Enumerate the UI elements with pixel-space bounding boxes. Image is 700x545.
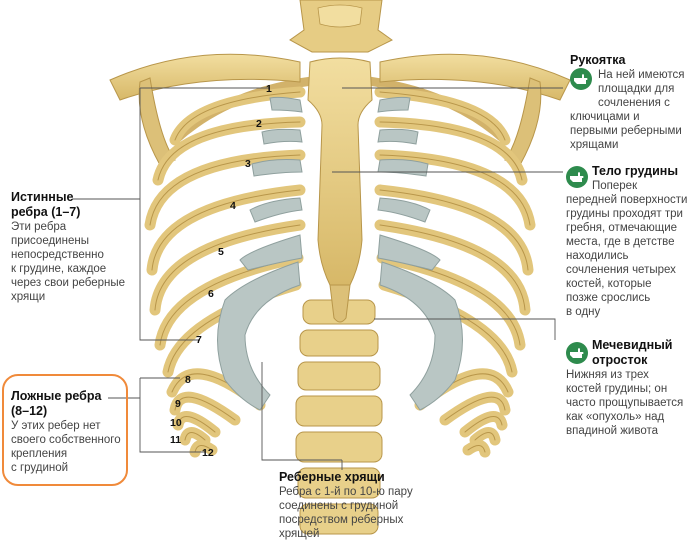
- xiphoid-text-line: Нижняя из трех: [566, 369, 649, 381]
- rib-number-label: 8: [185, 374, 191, 386]
- sternum: [307, 57, 373, 323]
- sternum-body-text-line: Поперек: [592, 180, 638, 192]
- rib-number-label: 10: [170, 417, 182, 429]
- true-ribs-text-line: хрящи: [11, 291, 46, 303]
- rib-right-outline: [467, 445, 486, 453]
- sternum-body-text-line: места, где в детстве: [566, 236, 675, 248]
- true-ribs-title: ребра (1–7): [11, 205, 81, 219]
- pointing-hand-icon: [566, 166, 588, 188]
- costal-cartilage-text-line: посредством реберных: [279, 514, 404, 526]
- sternum-body-text-line: гребня, отмечающие: [566, 222, 678, 234]
- xiphoid-text-line: как «опухоль» над: [566, 411, 665, 423]
- left-ribs: [144, 86, 306, 458]
- true-ribs-title: Истинные: [11, 190, 74, 204]
- sternum-body-text-line: грудины проходят три: [566, 208, 683, 220]
- sternum-body-text-line: в одну: [566, 306, 601, 318]
- costal-cartilage-text-line: соединены с грудиной: [279, 500, 399, 512]
- false-ribs-text-line: У этих ребер нет: [11, 420, 101, 432]
- false-ribs-text-line: своего собственного: [11, 434, 121, 446]
- thoracic-spine: [295, 299, 383, 535]
- rib-number-label: 12: [202, 447, 214, 459]
- false-ribs-title: (8–12): [11, 404, 48, 418]
- xiphoid-text-line: часто прощупывается: [566, 397, 684, 409]
- rib-number-label: 4: [230, 200, 236, 212]
- manubrium-text-line: сочленения с: [598, 97, 670, 109]
- false-ribs-text-line: крепления: [11, 448, 68, 460]
- costal-cartilage-text-line: хрящей: [279, 528, 320, 540]
- pointing-hand-icon: [566, 342, 588, 364]
- manubrium-annotation: Рукоятка На ней имеются площадки для соч…: [570, 53, 698, 152]
- xiphoid-title: Мечевидный: [592, 338, 673, 352]
- rib-number-label: 6: [208, 288, 214, 300]
- true-ribs-text-line: присоединены: [11, 235, 89, 247]
- rib-number-label: 9: [175, 398, 181, 410]
- rib-left-outline: [149, 154, 301, 226]
- true-ribs-text-line: непосредственно: [11, 249, 104, 261]
- rib-left-outline: [184, 432, 206, 441]
- rib-left-outline: [194, 445, 213, 453]
- sternum-body-text-line: костей, которые: [566, 278, 652, 290]
- manubrium-text-line: первыми реберными: [570, 125, 682, 137]
- shoulder-girdle: [109, 53, 571, 166]
- true-ribs-annotation: Истинные ребра (1–7) Эти ребра присоедин…: [11, 190, 139, 304]
- rib-number-label: 1: [266, 83, 272, 95]
- xiphoid-process: [329, 284, 351, 323]
- false-ribs-annotation: Ложные ребра (8–12) У этих ребер нет сво…: [11, 389, 123, 475]
- manubrium-title: Рукоятка: [570, 53, 626, 67]
- sternum-body-text-line: сочленения четырех: [566, 264, 676, 276]
- rib-left-outline: [157, 121, 301, 181]
- rib-right-outline: [379, 121, 523, 181]
- rib-left-outline: [154, 224, 301, 311]
- leader-lines: [72, 87, 563, 470]
- costal-cartilage-annotation: Реберные хрящи Ребра с 1-й по 10-ю пару …: [279, 470, 449, 541]
- xiphoid-annotation: Мечевидный отросток Нижняя из трех косте…: [566, 338, 698, 438]
- manubrium-text-line: хрящами: [570, 139, 619, 151]
- rib-number-label: 3: [245, 158, 251, 170]
- rib-right-outline: [379, 91, 506, 141]
- false-ribs-text-line: с грудиной: [11, 462, 69, 474]
- rib-right-outline: [379, 154, 531, 226]
- rib-left-outline: [174, 396, 236, 421]
- sternum-body-text-line: позже срослись: [566, 292, 651, 304]
- xiphoid-text-line: костей грудины; он: [566, 383, 668, 395]
- sternum-body-title: Тело грудины: [592, 164, 679, 178]
- true-ribs-text-line: через свои реберные: [11, 277, 126, 289]
- rib-number-label: 7: [196, 334, 202, 346]
- rib-left-outline: [151, 189, 301, 271]
- xiphoid-text-line: впадиной живота: [566, 425, 659, 437]
- rib-right-outline: [444, 396, 506, 421]
- pointing-hand-icon: [570, 68, 592, 90]
- sternum-body-text-line: находились: [566, 250, 629, 262]
- manubrium-text-line: ключицами и: [570, 111, 640, 123]
- costal-cartilage: [217, 96, 463, 411]
- rib-right-outline: [474, 432, 496, 441]
- rib-right-outline: [464, 416, 503, 433]
- cervical-vertebrae: [289, 0, 393, 53]
- sternum-body-annotation: Тело грудины Поперек передней поверхност…: [566, 164, 698, 319]
- rib-number-label: 5: [218, 246, 224, 258]
- manubrium-text-line: На ней имеются: [598, 69, 685, 81]
- true-ribs-text-line: Эти ребра: [11, 221, 67, 233]
- manubrium-text-line: площадки для: [598, 83, 675, 95]
- false-ribs-title: Ложные ребра: [11, 389, 102, 403]
- rib-left-outline: [174, 91, 301, 141]
- xiphoid-title: отросток: [592, 353, 648, 367]
- rib-right-outline: [379, 189, 529, 271]
- false-ribs-highlight-frame: [2, 374, 128, 486]
- costal-cartilage-text-line: Ребра с 1-й по 10-ю пару: [279, 486, 413, 498]
- true-ribs-text-line: к грудине, каждое: [11, 263, 107, 275]
- rib-right-outline: [379, 224, 526, 311]
- rib-left-outline: [177, 416, 216, 433]
- rib-number-label: 11: [170, 434, 182, 446]
- rib-number-label: 2: [256, 118, 262, 130]
- costal-cartilage-title: Реберные хрящи: [279, 470, 385, 484]
- sternum-body-text-line: передней поверхности: [566, 194, 688, 206]
